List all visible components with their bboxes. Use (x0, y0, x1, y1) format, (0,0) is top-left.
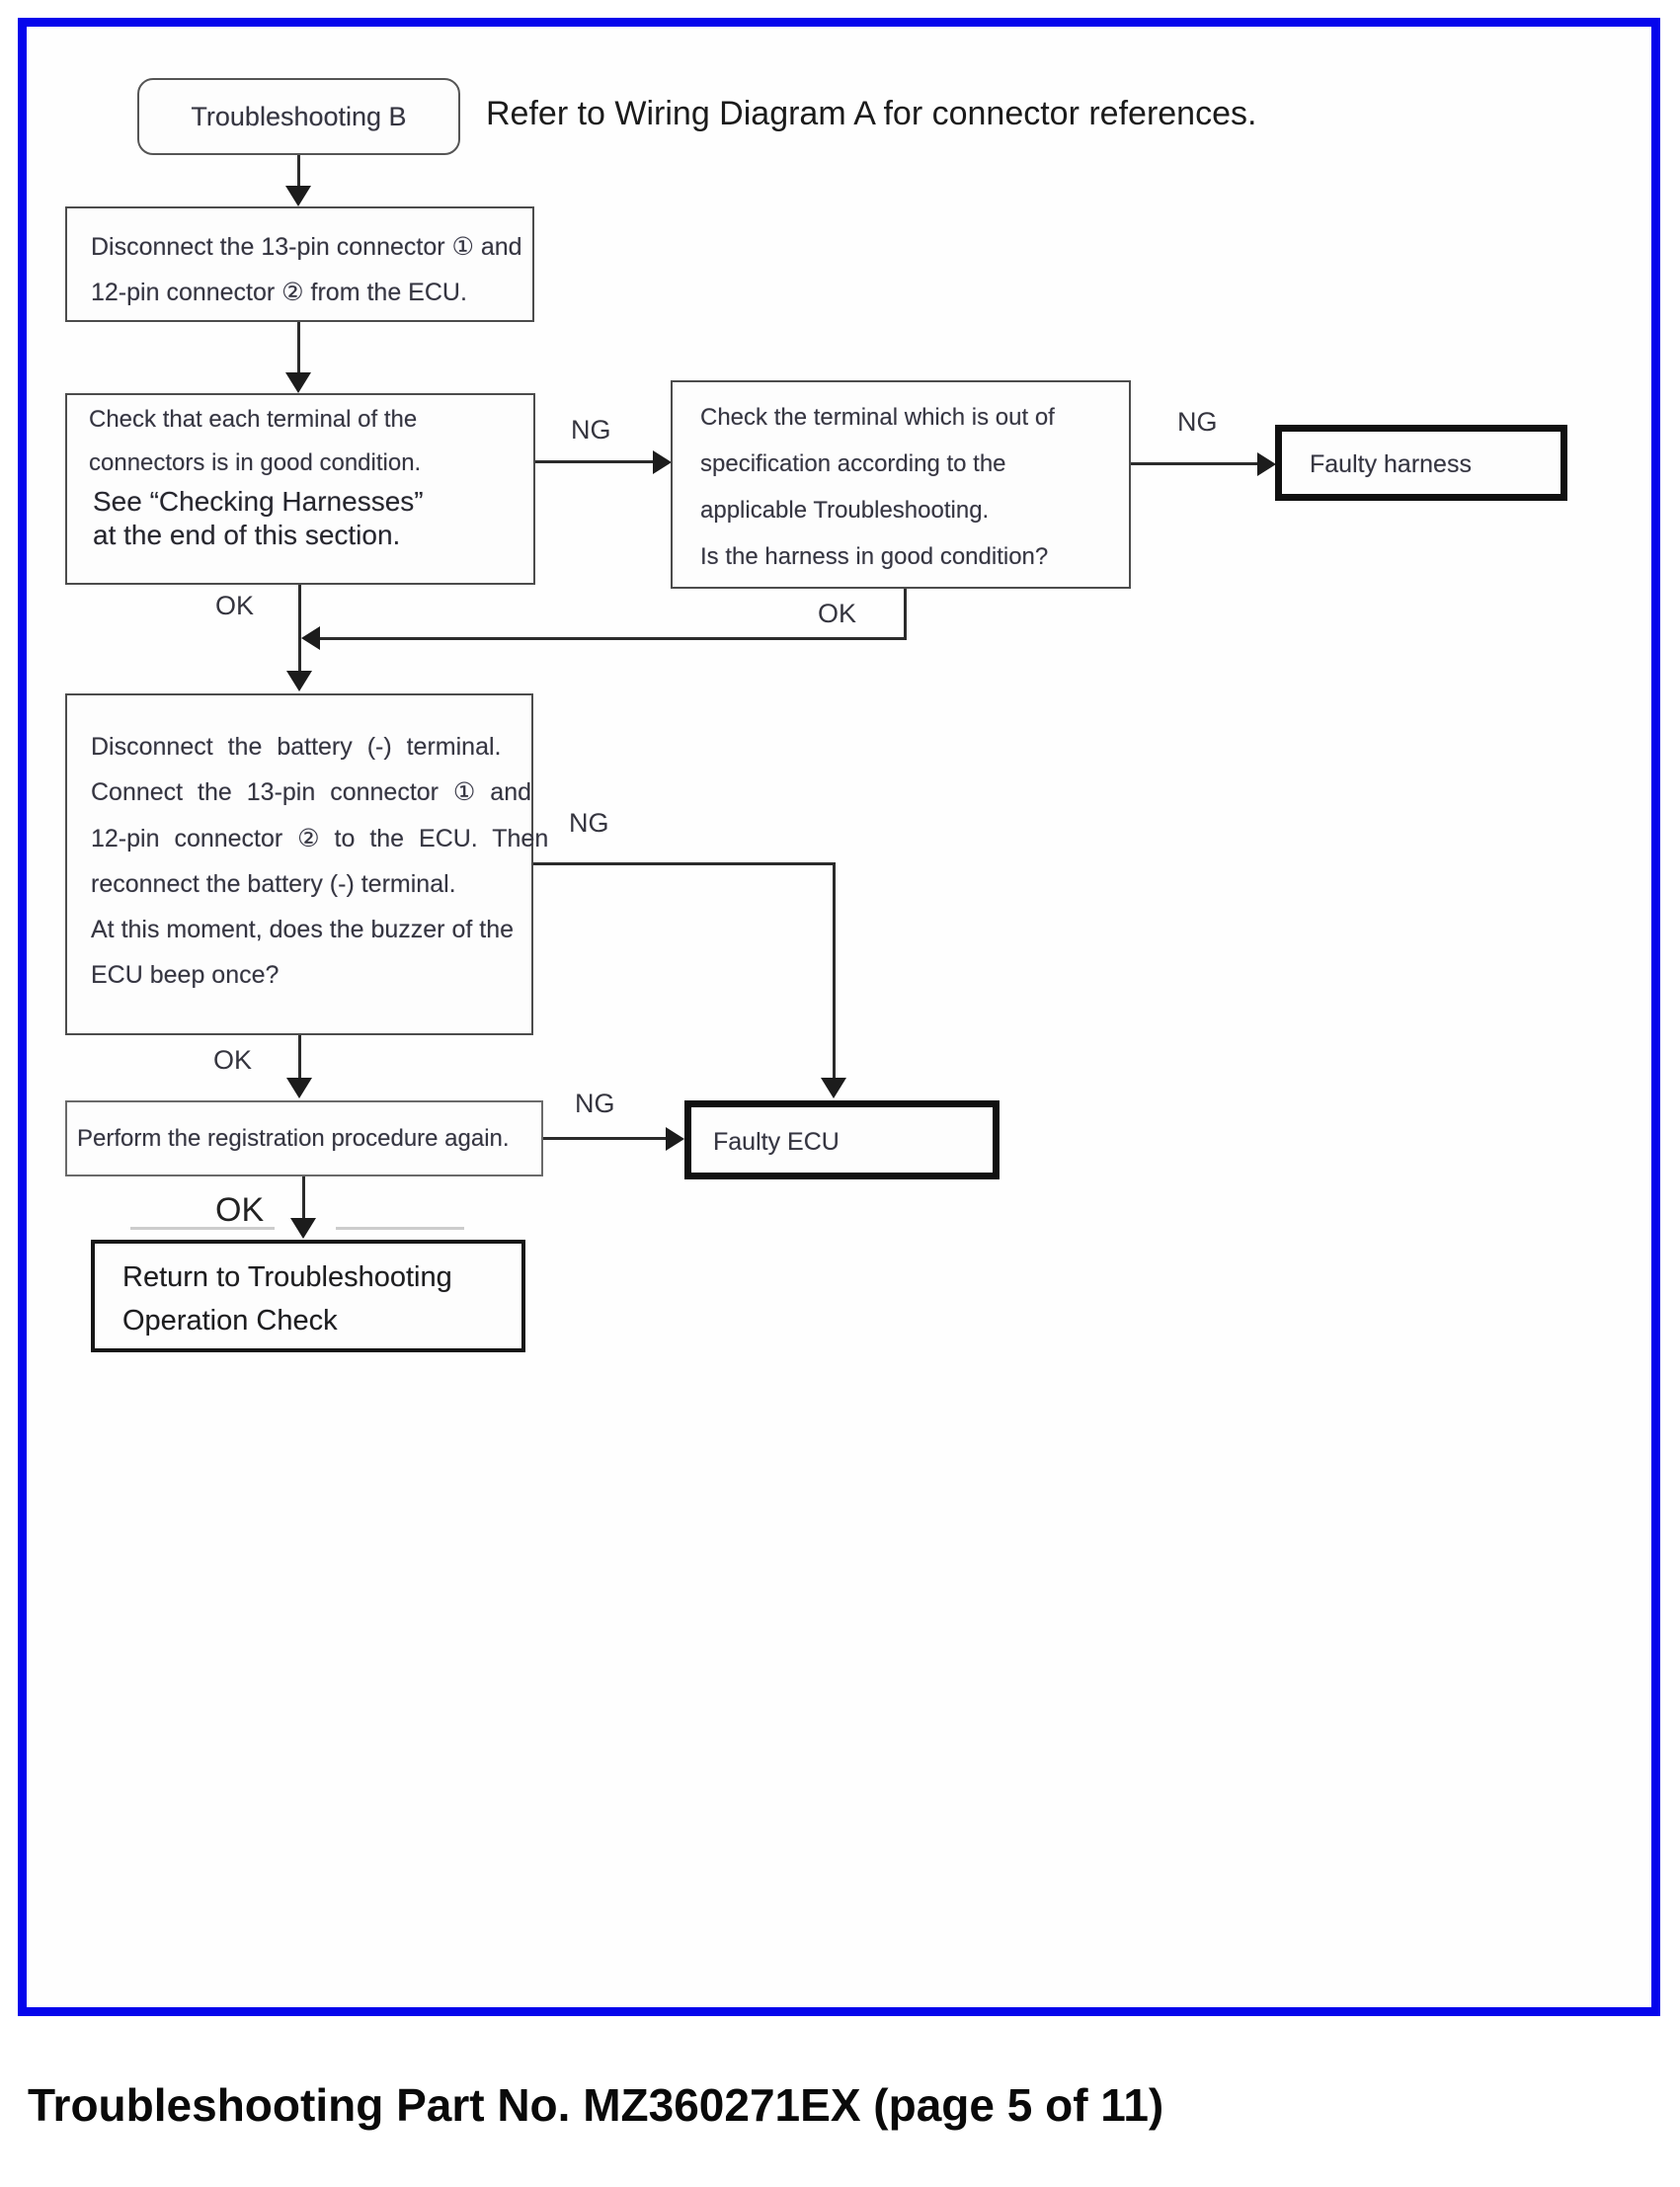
box-text-line: reconnect the battery (-) terminal. (91, 870, 456, 898)
connector-line (302, 1176, 305, 1221)
box-text-line: Connect the 13-pin connector ① and (91, 778, 532, 806)
box-text-line: 12-pin connector ② to the ECU. Then (91, 825, 549, 852)
arrowhead-right-icon (653, 450, 672, 474)
reconnect-battery-box: Disconnect the battery (-) terminal. Con… (65, 693, 548, 1035)
registration-box: Perform the registration procedure again… (65, 1100, 543, 1176)
connector-line (297, 322, 300, 374)
connector-line (833, 862, 836, 1080)
arrowhead-down-icon (286, 1078, 312, 1098)
disconnect-connectors-box: Disconnect the 13-pin connector ① and 12… (65, 206, 534, 322)
box-text-line: ECU beep once? (91, 961, 280, 989)
wiring-note: Refer to Wiring Diagram A for connector … (486, 95, 1257, 132)
box-text-line: Is the harness in good condition? (700, 543, 1049, 570)
box-text-line: at the end of this section. (93, 520, 401, 550)
ng-label: NG (575, 1089, 615, 1118)
arrowhead-left-icon (301, 626, 320, 650)
arrowhead-right-icon (1257, 452, 1276, 476)
connector-line (297, 155, 300, 189)
ok-label: OK (215, 1191, 265, 1229)
connector-line (533, 862, 836, 865)
box-text-line: See “Checking Harnesses” (93, 486, 424, 517)
connector-line (904, 589, 907, 640)
ng-label: NG (571, 415, 611, 445)
arrowhead-down-icon (821, 1078, 846, 1098)
return-box: Return to Troubleshooting Operation Chec… (91, 1240, 525, 1352)
box-text-line: Check the terminal which is out of (700, 404, 1055, 431)
start-node-label: Troubleshooting B (191, 102, 407, 131)
ng-label: NG (1177, 407, 1218, 437)
box-text-line: Return to Troubleshooting (122, 1261, 452, 1293)
connector-line (1131, 462, 1261, 465)
faulty-harness-box: Faulty harness (1275, 425, 1567, 501)
connector-line (535, 460, 656, 463)
start-node: Troubleshooting B (137, 78, 460, 155)
connector-line (298, 585, 301, 674)
box-text-line: specification according to the (700, 450, 1006, 477)
connector-line (298, 1035, 301, 1081)
scan-artifact-line (336, 1227, 464, 1230)
box-text-line: Faulty harness (1310, 450, 1472, 478)
scan-artifact-line (130, 1227, 275, 1230)
arrowhead-down-icon (286, 671, 312, 691)
arrowhead-down-icon (285, 186, 311, 206)
box-text-line: 12-pin connector ② from the ECU. (91, 279, 467, 306)
page-caption: Troubleshooting Part No. MZ360271EX (pag… (28, 2079, 1164, 2131)
arrowhead-down-icon (290, 1218, 316, 1239)
check-specification-box: Check the terminal which is out of speci… (671, 380, 1131, 589)
box-text-line: At this moment, does the buzzer of the (91, 916, 515, 943)
box-text-line: Operation Check (122, 1305, 338, 1336)
connector-line (543, 1137, 669, 1140)
faulty-ecu-box: Faulty ECU (684, 1100, 1000, 1179)
box-text-line: Disconnect the 13-pin connector ① and (91, 233, 522, 261)
box-text-line: applicable Troubleshooting. (700, 497, 990, 524)
box-text-line: Check that each terminal of the (89, 406, 418, 433)
arrowhead-right-icon (666, 1127, 684, 1151)
check-terminals-box: Check that each terminal of the connecto… (65, 393, 535, 585)
ng-label: NG (569, 808, 609, 838)
box-text-line: Disconnect the battery (-) terminal. (91, 733, 502, 761)
ok-label: OK (215, 591, 255, 620)
arrowhead-down-icon (285, 372, 311, 393)
connector-line (316, 637, 907, 640)
box-text-line: connectors is in good condition. (89, 449, 422, 476)
box-text-line: Perform the registration procedure again… (77, 1125, 510, 1152)
ok-label: OK (818, 599, 857, 628)
ok-label: OK (213, 1045, 253, 1075)
box-text-line: Faulty ECU (713, 1128, 840, 1156)
